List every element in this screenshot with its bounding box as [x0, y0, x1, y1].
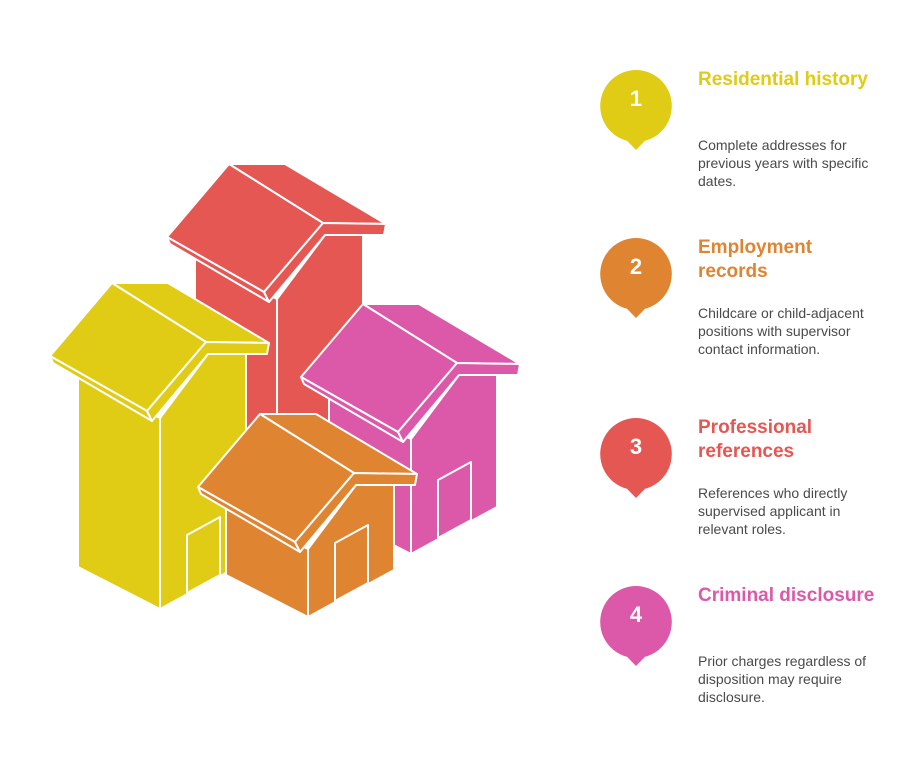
step-title: Residential history	[698, 69, 868, 90]
house-orange	[197, 413, 418, 618]
step-title: Criminal disclosure	[698, 585, 875, 606]
house-yellow	[49, 282, 270, 610]
pin-marker-icon	[600, 238, 672, 318]
step-title: Employment records	[698, 237, 813, 282]
step-description: Complete addresses for previous years wi…	[698, 137, 869, 189]
pin-marker-icon	[600, 70, 672, 150]
house-door	[437, 461, 472, 539]
step-title: Professional references	[698, 417, 813, 462]
step-number: 1	[629, 86, 643, 111]
house-roof-gable	[397, 362, 521, 443]
step-number: 4	[629, 602, 643, 627]
step-number: 2	[629, 254, 643, 279]
pin-marker-icon	[600, 586, 672, 666]
house-roof-gable	[263, 222, 387, 303]
house-door	[186, 516, 221, 594]
step-description: Childcare or child-adjacent positions wi…	[698, 305, 864, 357]
house-roof-gable	[294, 472, 418, 553]
pin-marker-icon	[600, 418, 672, 498]
step-number: 3	[629, 434, 643, 459]
house-roof-gable	[146, 341, 270, 422]
house-door	[334, 524, 369, 602]
step-description: Prior charges regardless of disposition …	[698, 653, 867, 705]
step-description: References who directly supervised appli…	[698, 485, 848, 537]
